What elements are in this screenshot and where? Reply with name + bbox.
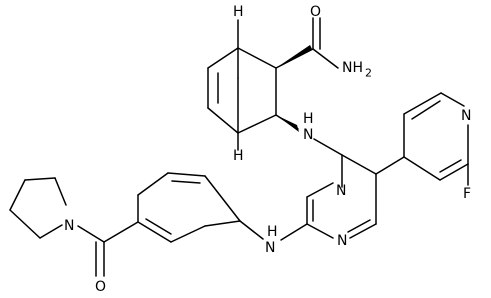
pyridine-n-label: N [461,108,471,124]
wedge-bond [276,45,312,68]
upper-nh-n-label: N [303,127,313,143]
fluorine-label: F [463,186,471,202]
bridgehead-h-top-label: H [233,4,244,20]
carbonyl-o-label: O [95,279,106,295]
stereo-bonds [276,45,312,132]
pyrrolidine-n-label: N [64,218,74,234]
atom-labels: H O NH 2 H H N N N N F N O H N [64,4,471,295]
pyrimidine-n-top-label: N [336,183,346,199]
pyrimidine-n-bottom-label: N [337,233,347,249]
lower-nh-n-label: N [265,240,275,256]
bridgehead-h-bottom-label: H [233,148,244,164]
amide-o-label: O [310,4,321,20]
bond-lines [9,17,469,277]
amide-nh2-label: NH [342,60,363,76]
wedge-bond [276,115,299,132]
upper-nh-h-label: H [303,111,314,127]
lower-nh-h-label: H [267,224,278,240]
amide-nh2-subscript: 2 [365,67,372,80]
